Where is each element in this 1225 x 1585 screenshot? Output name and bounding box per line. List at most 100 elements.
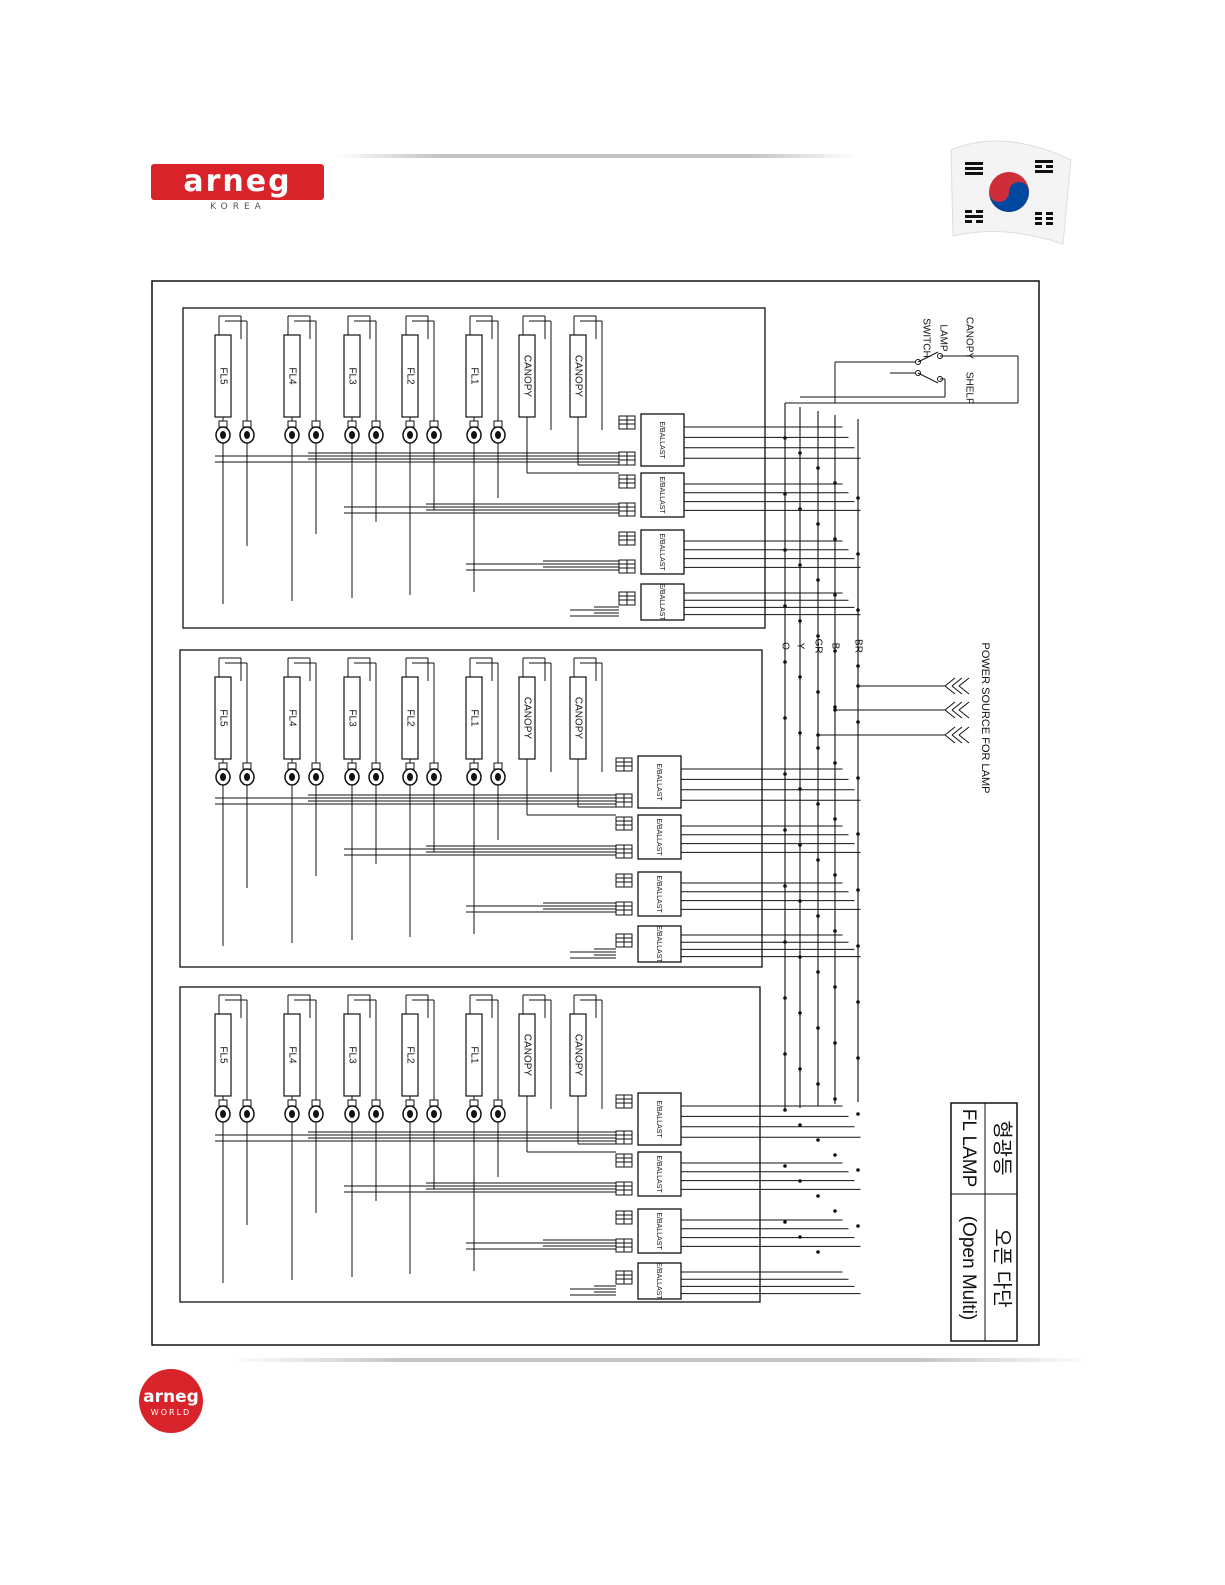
lamp-label: CANOPY: [572, 697, 583, 740]
diagram-border: [151, 280, 1040, 1346]
lamp-label: CANOPY: [521, 1034, 532, 1077]
terminal-block: [626, 502, 636, 517]
arneg-korea-logo-sub: KOREA: [210, 202, 266, 212]
terminal-block: [623, 901, 633, 916]
terminal-block: [615, 1270, 625, 1285]
lamp-holder: [311, 1099, 321, 1107]
lamp-label: FL4: [286, 367, 297, 385]
ballast-label: E/BALLAST: [655, 818, 662, 856]
ballast-label: E/BALLAST: [655, 925, 662, 963]
lamp-holder: [287, 762, 297, 770]
bus-junction: [833, 481, 837, 485]
lamp-label: FL3: [346, 709, 357, 727]
ballast-label: E/BALLAST: [658, 533, 665, 571]
bus-junction: [798, 787, 802, 791]
terminal-block: [615, 1181, 625, 1196]
switch-blade: [917, 372, 939, 384]
terminal-block: [626, 591, 636, 606]
ballast-box: [637, 1092, 682, 1146]
terminal-block: [615, 1094, 625, 1109]
wire-label: B: [829, 643, 840, 650]
fl-lamp: FL4: [283, 315, 324, 444]
lamp-socket-core: [349, 773, 355, 781]
lamp-label: FL1: [468, 1046, 479, 1064]
bus-junction: [798, 563, 802, 567]
lamp-holder: [405, 420, 415, 428]
bus-junction: [856, 496, 860, 500]
lamp-socket-core: [495, 431, 501, 439]
bus-junction: [816, 690, 820, 694]
lamp-socket-core: [349, 1110, 355, 1118]
bus-junction: [816, 522, 820, 526]
lamp-socket-core: [220, 1110, 226, 1118]
lamp-holder: [218, 762, 228, 770]
lamp-socket-core: [373, 1110, 379, 1118]
bus-junction: [798, 843, 802, 847]
bus-junction: [833, 873, 837, 877]
terminal-block: [623, 757, 633, 772]
bus-junction: [783, 1108, 787, 1112]
lamp-label: CANOPY: [572, 1034, 583, 1077]
lamp-label: FL3: [346, 367, 357, 385]
lamp-holder: [287, 420, 297, 428]
fl-lamp: FL5: [214, 994, 255, 1123]
lamp-holder: [347, 762, 357, 770]
fl-lamp: FL5: [214, 657, 255, 786]
terminal-block: [618, 415, 628, 430]
bus-junction: [833, 1153, 837, 1157]
lamp-holder: [493, 762, 503, 770]
terminal-block: [623, 1094, 633, 1109]
lamp-holder: [493, 1099, 503, 1107]
terminal-block: [623, 844, 633, 859]
fl-lamp: FL1: [465, 994, 506, 1123]
terminal-block: [623, 1270, 633, 1285]
title-english-type: (Open Multi): [958, 1216, 979, 1321]
bus-junction: [798, 1067, 802, 1071]
bus-junction: [783, 940, 787, 944]
bus-junction: [856, 832, 860, 836]
fl-lamp: FL4: [283, 657, 324, 786]
lamp-holder: [469, 1099, 479, 1107]
lamp-socket-core: [407, 1110, 413, 1118]
lamp-holder: [242, 420, 252, 428]
title-border: [950, 1102, 1018, 1342]
bus-junction: [816, 914, 820, 918]
panel-border: [179, 986, 761, 1303]
bus-junction: [816, 858, 820, 862]
bus-junction: [798, 955, 802, 959]
lamp-socket-core: [471, 773, 477, 781]
bus-junction: [783, 1052, 787, 1056]
power-source-label: POWER SOURCE FOR LAMP: [979, 643, 991, 794]
bus-junction: [856, 944, 860, 948]
lamp-holder: [429, 762, 439, 770]
lamp-socket-core: [220, 773, 226, 781]
bus-junction: [816, 1138, 820, 1142]
bus-junction: [798, 451, 802, 455]
lamp-socket-core: [471, 431, 477, 439]
ballast-box: [640, 583, 685, 621]
bus-junction: [783, 884, 787, 888]
bus-junction: [856, 664, 860, 668]
lamp-holder: [493, 420, 503, 428]
korean-flag-icon: [950, 140, 1072, 245]
terminal-block: [618, 531, 628, 546]
electronic-ballast: E/BALLAST: [570, 583, 861, 621]
lamp-holder: [218, 420, 228, 428]
switch-label-lamp: LAMP: [937, 324, 948, 352]
bus-junction: [798, 731, 802, 735]
terminal-block: [623, 933, 633, 948]
terminal-block: [623, 1210, 633, 1225]
terminal-block: [615, 816, 625, 831]
electronic-ballast: E/BALLAST: [466, 871, 861, 917]
terminal-block: [623, 1238, 633, 1253]
ballast-label: E/BALLAST: [658, 421, 665, 459]
electronic-ballast: E/BALLAST: [344, 814, 861, 860]
terminal-block: [626, 415, 636, 430]
wire-label: BR: [852, 639, 863, 653]
lamp-socket-core: [289, 431, 295, 439]
bus-junction: [856, 1168, 860, 1172]
lamp-label: FL1: [468, 709, 479, 727]
lamp-label: FL2: [404, 709, 415, 727]
lamp-holder: [242, 762, 252, 770]
bus-junction: [856, 1112, 860, 1116]
